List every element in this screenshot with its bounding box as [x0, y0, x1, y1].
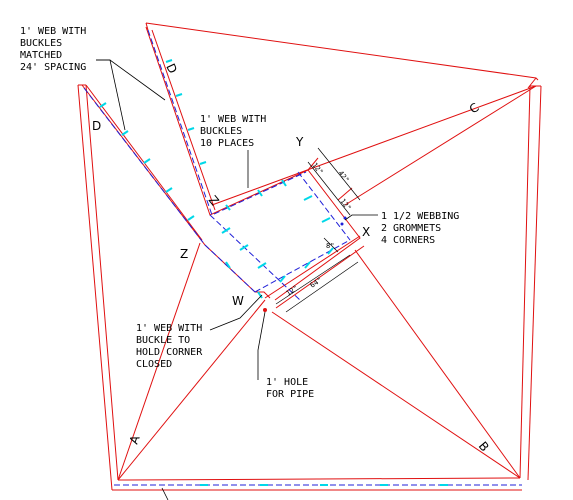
buckles — [99, 59, 334, 299]
dim-8: 8" — [326, 242, 334, 250]
note-web-buckle-corner: 1' WEB WITH BUCKLE TO HOLD CORNER CLOSED — [136, 323, 203, 370]
note1-line4: 24' SPACING — [20, 62, 86, 73]
label-d-top: D — [163, 61, 180, 75]
note-webbing-grommets: 1 1/2 WEBBING 2 GROMMETS 4 CORNERS — [381, 211, 459, 246]
note4-line3: HOLD CORNER — [136, 347, 203, 358]
note1-line1: 1' WEB WITH — [20, 26, 86, 37]
label-x: X — [362, 225, 370, 239]
label-z-left: Z — [180, 247, 188, 261]
leaders — [96, 59, 378, 500]
note2-line1: 1' WEB WITH — [200, 114, 266, 125]
label-d-left: D — [92, 119, 101, 133]
dim-12-right: 12" — [338, 197, 352, 212]
label-w: W — [232, 294, 244, 308]
sheet-outline — [77, 22, 542, 491]
dim-12-bottom: 12" — [285, 284, 300, 298]
pipe-hole-marker — [263, 308, 267, 312]
note3-line3: 4 CORNERS — [381, 235, 435, 246]
note4-line2: BUCKLE TO — [136, 335, 190, 346]
note1-line3: MATCHED — [20, 50, 62, 61]
label-c: C — [467, 100, 482, 116]
label-a: A — [127, 433, 143, 446]
grommets — [340, 216, 347, 226]
note4-line4: CLOSED — [136, 359, 172, 370]
note-web-buckles-10-places: 1' WEB WITH BUCKLES 10 PLACES — [200, 114, 266, 149]
dim-12-top: 12" — [310, 161, 324, 176]
note5-line2: FOR PIPE — [266, 389, 314, 400]
webs — [83, 29, 351, 301]
note-web-buckles-matched: 1' WEB WITH BUCKLES MATCHED 24' SPACING — [20, 26, 86, 73]
label-z-inner: Z — [206, 193, 222, 208]
note-pipe-hole: 1' HOLE FOR PIPE — [266, 377, 314, 400]
dim-42: 42" — [336, 169, 350, 184]
label-y: Y — [295, 135, 304, 149]
dimension-lines — [275, 147, 361, 313]
fold-lines — [117, 85, 537, 481]
note4-line1: 1' WEB WITH — [136, 323, 202, 334]
note3-line1: 1 1/2 WEBBING — [381, 211, 459, 222]
note5-line1: 1' HOLE — [266, 377, 308, 388]
note2-line2: BUCKLES — [200, 126, 242, 137]
note1-line2: BUCKLES — [20, 38, 62, 49]
label-b: B — [476, 439, 492, 454]
note2-line3: 10 PLACES — [200, 138, 254, 149]
note3-line2: 2 GROMMETS — [381, 223, 441, 234]
